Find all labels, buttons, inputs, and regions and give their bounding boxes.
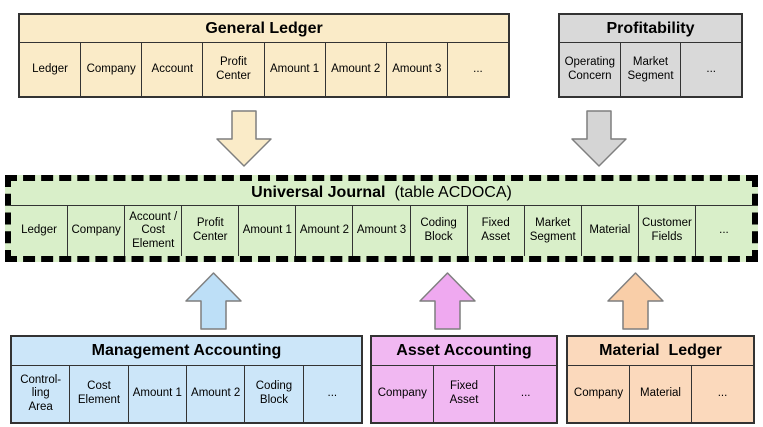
profitability-title: Profitability	[560, 15, 741, 43]
arrow-down-general-ledger-to-universal-journal-icon	[216, 110, 272, 167]
table-cell: ...	[473, 62, 483, 75]
table-cell: Cost Element	[70, 366, 129, 422]
arrow-up-material-ledger-to-universal-journal-icon	[607, 272, 664, 330]
table-cell: Ledger	[20, 43, 82, 96]
material-ledger-columns: Company Material ...	[568, 366, 753, 422]
universal-journal-title-text: Universal Journal	[251, 184, 386, 201]
table-cell: Amount 2	[326, 43, 387, 96]
table-cell: Market Segment	[525, 206, 582, 256]
table-cell: Coding Block	[411, 206, 468, 256]
table-cell: Amount 1	[265, 43, 326, 96]
management-accounting-columns: Control- ling Area Cost Element Amount 1…	[12, 366, 361, 422]
table-cell: ...	[719, 224, 729, 237]
table-cell: Company	[372, 366, 434, 422]
management-accounting-title: Management Accounting	[12, 337, 361, 366]
table-cell: Operating Concern	[560, 43, 621, 96]
table-cell: Amount 1	[239, 206, 297, 256]
asset-accounting-table: Asset Accounting Company Fixed Asset ...	[370, 335, 558, 424]
table-cell: Coding Block	[245, 366, 304, 422]
material-ledger-title: Material Ledger	[568, 337, 753, 366]
universal-journal-columns: Ledger Company Account / Cost Element Pr…	[11, 206, 752, 256]
arrow-up-management-accounting-to-universal-journal-icon	[185, 272, 242, 330]
table-cell: Amount 1	[129, 366, 187, 422]
table-cell: Amount 3	[387, 43, 448, 96]
general-ledger-table: General Ledger Ledger Company Account Pr…	[18, 13, 510, 98]
table-cell: Fixed Asset	[468, 206, 525, 256]
table-cell: Material	[582, 206, 639, 256]
table-cell: Fixed Asset	[434, 366, 496, 422]
asset-accounting-columns: Company Fixed Asset ...	[372, 366, 556, 422]
universal-journal-title-suffix: (table ACDOCA)	[394, 184, 512, 201]
table-cell: Profit Center	[203, 43, 265, 96]
table-cell: Company	[81, 43, 143, 96]
table-cell: Company	[568, 366, 630, 422]
asset-accounting-title: Asset Accounting	[372, 337, 556, 366]
table-cell: Amount 2	[296, 206, 354, 256]
table-cell: Account / Cost Element	[125, 206, 183, 256]
management-accounting-table: Management Accounting Control- ling Area…	[10, 335, 363, 424]
arrow-up-asset-accounting-to-universal-journal-icon	[419, 272, 476, 330]
table-cell: Amount 3	[353, 206, 411, 256]
universal-journal-title: Universal Journal (table ACDOCA)	[11, 181, 752, 206]
table-cell: Account	[142, 43, 204, 96]
table-cell: Customer Fields	[639, 206, 696, 256]
table-cell: ...	[717, 387, 728, 400]
profitability-columns: Operating Concern Market Segment ...	[560, 43, 741, 96]
table-cell: Profit Center	[182, 206, 240, 256]
profitability-table: Profitability Operating Concern Market S…	[558, 13, 743, 98]
material-ledger-table: Material Ledger Company Material ...	[566, 335, 755, 424]
table-cell: Amount 2	[187, 366, 246, 422]
general-ledger-title: General Ledger	[20, 15, 508, 43]
universal-journal-table: Universal Journal (table ACDOCA) Ledger …	[5, 175, 758, 262]
table-cell: Control- ling Area	[12, 366, 71, 422]
table-cell: ...	[706, 62, 716, 75]
table-cell: Ledger	[11, 206, 69, 256]
general-ledger-columns: Ledger Company Account Profit Center Amo…	[20, 43, 508, 96]
table-cell: Material	[630, 366, 692, 422]
arrow-down-profitability-to-universal-journal-icon	[571, 110, 627, 167]
table-cell: ...	[520, 387, 531, 400]
table-cell: ...	[327, 387, 338, 400]
table-cell: Company	[68, 206, 126, 256]
table-cell: Market Segment	[621, 43, 682, 96]
